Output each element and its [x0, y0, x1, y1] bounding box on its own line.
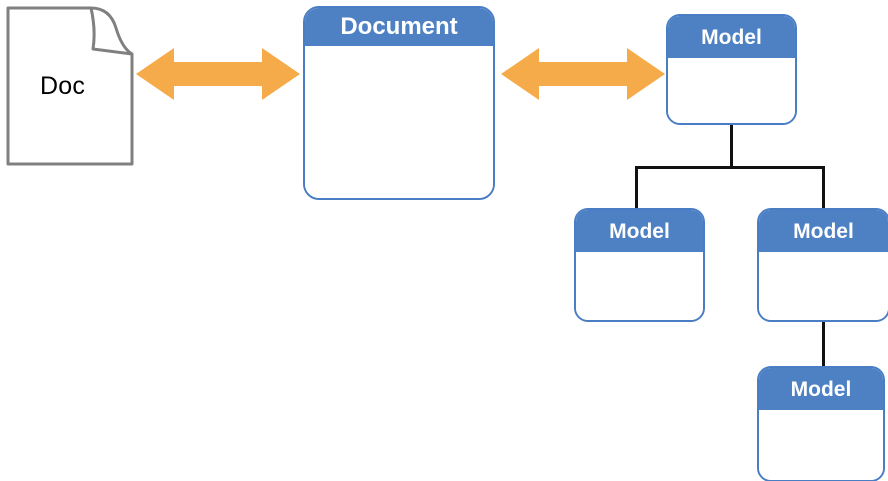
- arrow-document-to-model[interactable]: [501, 44, 665, 104]
- node-model-root-title: Model: [668, 16, 795, 58]
- node-model-child-1[interactable]: Model: [574, 208, 705, 322]
- node-model-grandchild-title: Model: [759, 368, 883, 410]
- doc-shape-label: Doc: [40, 72, 86, 100]
- node-model-child-2-body: [759, 252, 888, 320]
- node-document[interactable]: Document: [303, 6, 495, 200]
- node-model-child-2-title: Model: [759, 210, 888, 252]
- connector-drop-child-2: [822, 166, 825, 210]
- node-model-child-1-body: [576, 252, 703, 320]
- connector-drop-child-1: [635, 166, 638, 210]
- connector-root-stem: [730, 123, 733, 169]
- node-model-child-2[interactable]: Model: [757, 208, 888, 322]
- node-model-root[interactable]: Model: [666, 14, 797, 125]
- node-model-child-1-title: Model: [576, 210, 703, 252]
- doc-shape[interactable]: [6, 6, 134, 166]
- double-headed-arrow-icon: [136, 48, 300, 100]
- document-page-icon: [6, 6, 134, 166]
- double-headed-arrow-icon: [501, 48, 665, 100]
- node-document-body: [305, 46, 493, 198]
- connector-horizontal-bus: [635, 166, 825, 169]
- connector-child2-to-grandchild: [822, 320, 825, 368]
- node-model-root-body: [668, 58, 795, 123]
- arrow-doc-to-document[interactable]: [136, 44, 300, 104]
- node-model-grandchild-body: [759, 410, 883, 480]
- node-document-title: Document: [305, 8, 493, 46]
- node-model-grandchild[interactable]: Model: [757, 366, 885, 481]
